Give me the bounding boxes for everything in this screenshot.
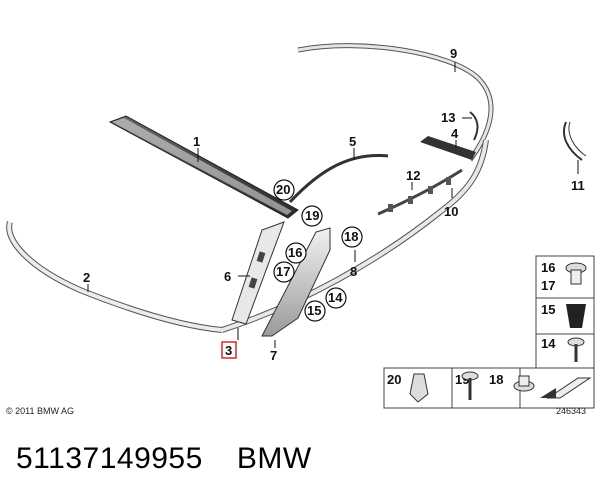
part-reference: 51137149955 BMW	[16, 442, 346, 476]
circled-callouts	[273, 179, 363, 322]
callout-4: 4	[451, 126, 459, 141]
leader-lines	[87, 62, 579, 348]
part-10-clip-strip	[377, 168, 463, 216]
callout-17: 17	[276, 264, 290, 279]
callout-6: 6	[224, 269, 231, 284]
callout-14: 14	[328, 290, 343, 305]
screw-14-icon	[567, 337, 585, 362]
callout-7: 7	[270, 348, 277, 363]
diagram-id: 246343	[556, 406, 586, 416]
brand-name: BMW	[236, 442, 312, 475]
highlight-box-3	[221, 341, 237, 359]
clip-15-icon	[566, 304, 586, 328]
legend-14: 14	[541, 336, 556, 351]
callout-18: 18	[344, 229, 358, 244]
callout-10: 10	[444, 204, 458, 219]
part-13-bracket	[469, 111, 479, 141]
callout-19: 19	[305, 208, 319, 223]
part-2-windshield-molding	[6, 221, 223, 333]
legend-20: 20	[387, 372, 401, 387]
callout-15: 15	[307, 303, 321, 318]
callout-16: 16	[288, 245, 302, 260]
legend-15: 15	[541, 302, 555, 317]
clip-16-17-icon	[565, 262, 587, 285]
callout-1: 1	[193, 134, 200, 149]
fastener-legend	[383, 255, 595, 409]
callout-8: 8	[350, 264, 357, 279]
part-9-roof-molding	[297, 43, 494, 162]
legend-17: 17	[541, 278, 555, 293]
part-11-clip	[563, 121, 587, 161]
callout-5: 5	[349, 134, 356, 149]
part-7-b-pillar-blade	[261, 227, 331, 337]
legend-18: 18	[489, 372, 503, 387]
part-1-a-pillar-trim	[108, 115, 299, 219]
callout-9: 9	[450, 46, 457, 61]
callout-12: 12	[406, 168, 420, 183]
arrow-icon	[540, 377, 592, 399]
part-4-strip	[420, 136, 476, 160]
legend-16: 16	[541, 260, 555, 275]
screw-19-icon	[461, 371, 479, 400]
exploded-parts-diagram: 1 2 3 4 5 6 7 8 9 10 11 13 12 20 19 16 1…	[6, 43, 595, 416]
clip-18-icon	[513, 375, 535, 392]
callout-3: 3	[225, 343, 232, 358]
copyright-text: © 2011 BMW AG	[6, 406, 74, 416]
callout-11: 11	[571, 178, 585, 193]
callout-13: 13	[441, 110, 455, 125]
part-6-pillar-cover	[231, 221, 285, 325]
part-5-strip	[288, 153, 389, 204]
callout-2: 2	[83, 270, 90, 285]
part-number: 51137149955	[16, 442, 203, 475]
clip-20-icon	[409, 373, 429, 403]
callout-20: 20	[276, 182, 290, 197]
